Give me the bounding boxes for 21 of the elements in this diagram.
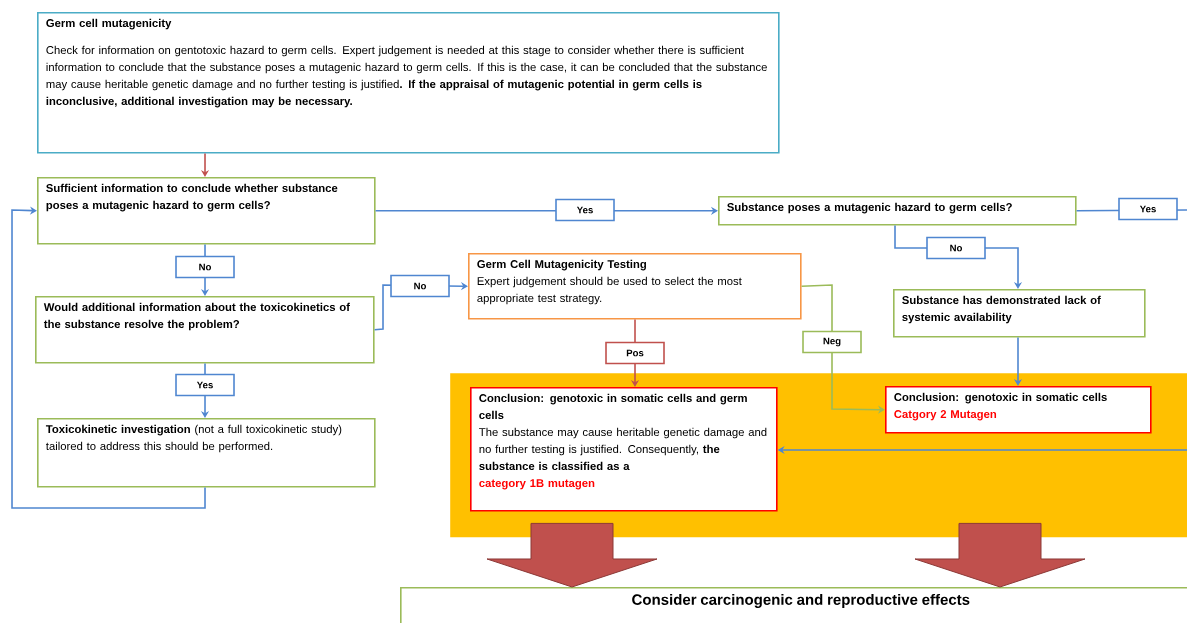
block-arrow (486, 522, 658, 588)
summary-box: Consider carcinogenic and reproductive effects (400, 587, 1187, 623)
edge-label: No (175, 255, 235, 279)
conclusion-box: Conclusion: genotoxic in somatic cells and germ cells The substance may cause heritable genetic damage and no further testing is justified. Consequently, the substance is classified as a category 1B mutagen (470, 387, 778, 512)
decision-box: Substance poses a mutagenic hazard to germ cells? (718, 196, 1077, 226)
process-box: Toxicokinetic investigation (not a full toxicokinetic study) tailored to address this should be performed. (37, 418, 376, 488)
edge-label: No (926, 236, 986, 260)
edge-label: Yes (555, 198, 615, 222)
edge-label: Yes (1118, 197, 1178, 221)
process-box: Germ Cell Mutagenicity Testing Expert judgement should be used to select the most appropriate test strategy. (468, 253, 802, 320)
block-arrow (914, 522, 1086, 588)
edge-label: Pos (605, 341, 665, 365)
edge-label: Neg (802, 330, 862, 354)
decision-box: Would additional information about the toxicokinetics of the substance resolve the problem? (35, 296, 375, 364)
arrow (11, 206, 206, 509)
process-box: Substance has demonstrated lack of systemic availability (893, 289, 1146, 338)
edge-label: No (390, 274, 450, 298)
decision-box: Sufficient information to conclude whether substance poses a mutagenic hazard to germ cells? (37, 177, 376, 245)
edge-label: Yes (175, 373, 235, 397)
process-box: Germ cell mutagenicity Check for information on gentotoxic hazard to germ cells. Expert judgement is needed at this stage to consider whether there is sufficient information to conclude that the substance poses a mutagenic hazard to germ cells. If this is the case, it can be concluded that the substance may cause heritable genetic damage and no further testing is justified. If the appraisal of mutagenic potential in germ cells is inconclusive, additional investigation may be necessary. (37, 12, 780, 154)
conclusion-box: Conclusion: genotoxic in somatic cells Catgory 2 Mutagen (885, 386, 1152, 434)
